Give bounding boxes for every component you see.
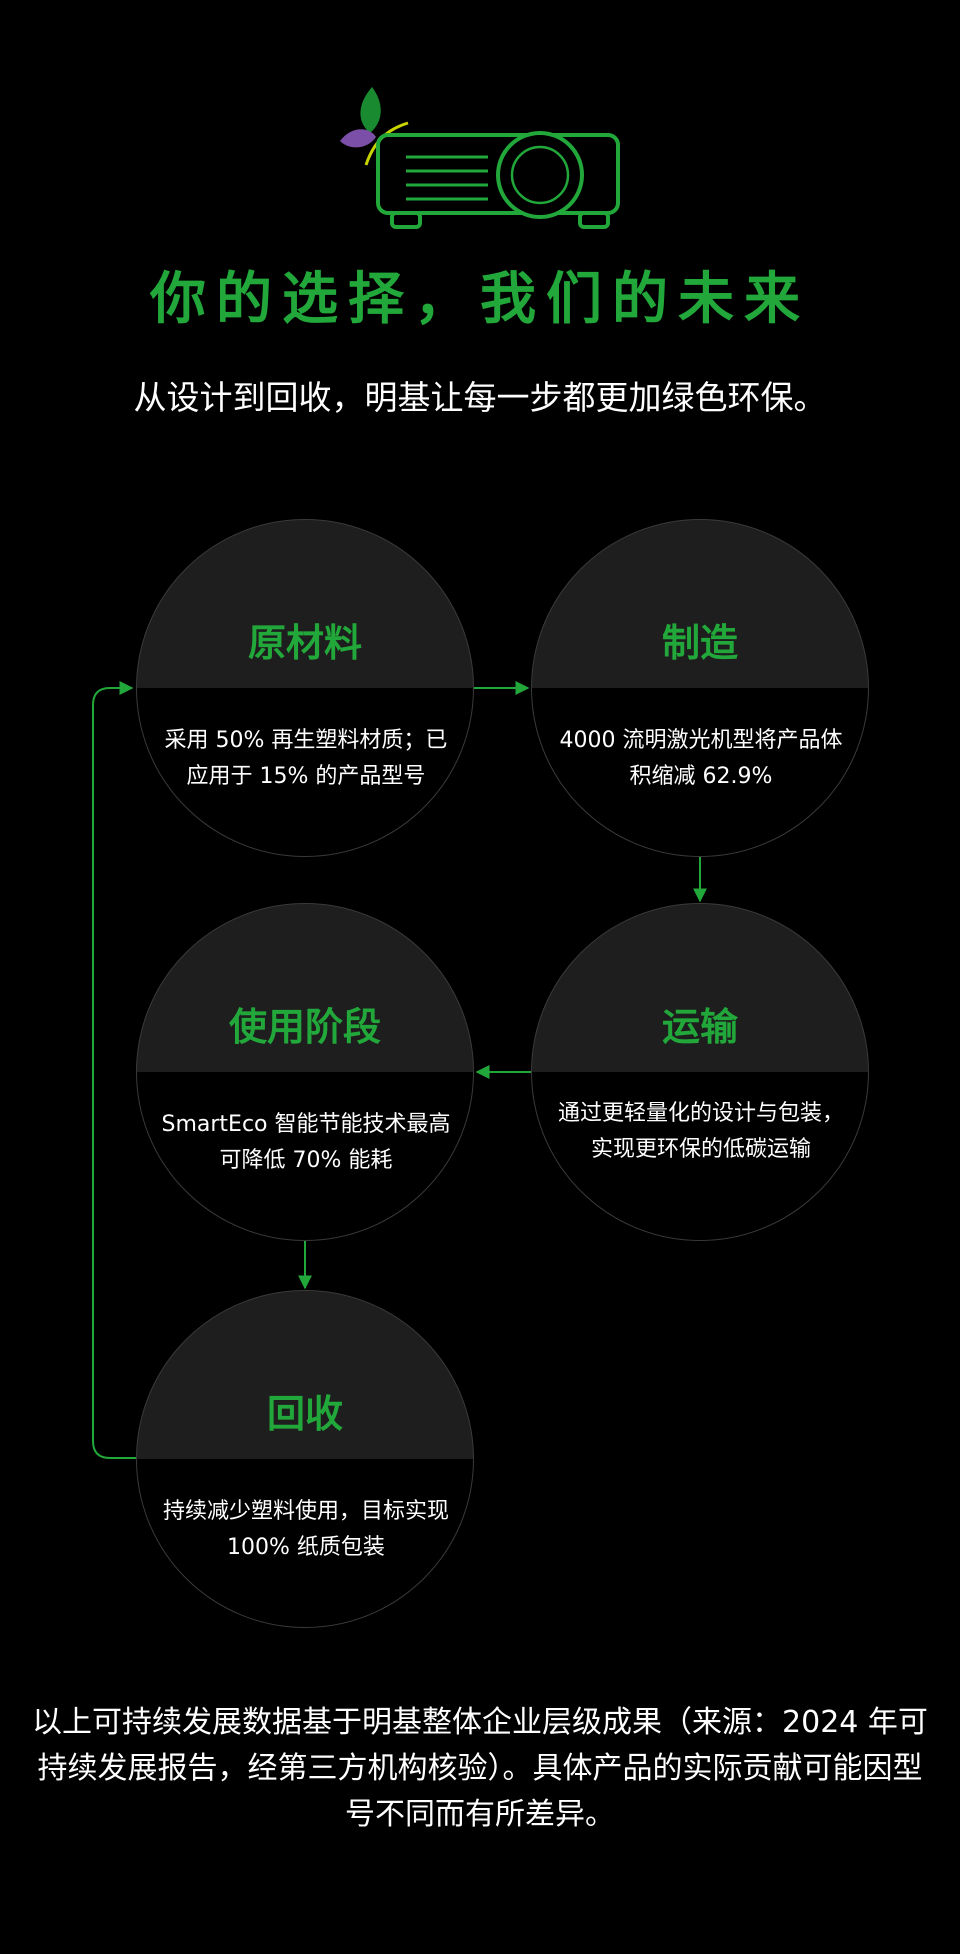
stage-title: 原材料 — [247, 621, 362, 665]
stage-title: 制造 — [661, 621, 738, 665]
page-subtitle: 从设计到回收，明基让每一步都更加绿色环保。 — [133, 378, 827, 417]
stage-description: 通过更轻量化的设计与包装，实现更环保的低碳运输 — [557, 1101, 844, 1162]
stage-description: 持续减少塑料使用，目标实现 100% 纸质包装 — [162, 1499, 449, 1560]
loop-arrow-icon — [92, 681, 136, 1459]
stage-title: 运输 — [661, 1005, 738, 1049]
projector-foot-left — [390, 211, 422, 229]
stage-title: 使用阶段 — [228, 1005, 381, 1049]
projector-body-shape — [376, 133, 620, 215]
footnote: 以上可持续发展数据基于明基整体企业层级成果（来源：2024 年可持续发展报告，经… — [32, 1705, 928, 1832]
stage-recycling: 回收 持续减少塑料使用，目标实现 100% 纸质包装 — [136, 1290, 474, 1628]
stage-raw-materials: 原材料 采用 50% 再生塑料材质；已应用于 15% 的产品型号 — [136, 519, 474, 857]
green-leaf-shape — [360, 87, 381, 133]
projector-foot-right — [578, 211, 610, 229]
flow-connectors — [92, 681, 707, 1459]
purple-leaf-shape — [340, 129, 376, 148]
stage-description: 采用 50% 再生塑料材质；已应用于 15% 的产品型号 — [164, 728, 448, 789]
stage-transport: 运输 通过更轻量化的设计与包装，实现更环保的低碳运输 — [531, 903, 869, 1241]
stage-description: SmartEco 智能节能技术最高可降低 70% 能耗 — [161, 1112, 451, 1173]
lifecycle-flow: 原材料 采用 50% 再生塑料材质；已应用于 15% 的产品型号 制造 4000… — [0, 500, 960, 1650]
page-title: 你的选择，我们的未来 — [150, 267, 810, 332]
projector-lens-shape — [496, 131, 584, 219]
stage-manufacturing: 制造 4000 流明激光机型将产品体积缩减 62.9% — [531, 519, 869, 857]
stage-use: 使用阶段 SmartEco 智能节能技术最高可降低 70% 能耗 — [136, 903, 474, 1241]
stage-description: 4000 流明激光机型将产品体积缩减 62.9% — [559, 728, 843, 789]
stage-title: 回收 — [266, 1392, 343, 1436]
projector-leaf-icon — [340, 87, 620, 229]
